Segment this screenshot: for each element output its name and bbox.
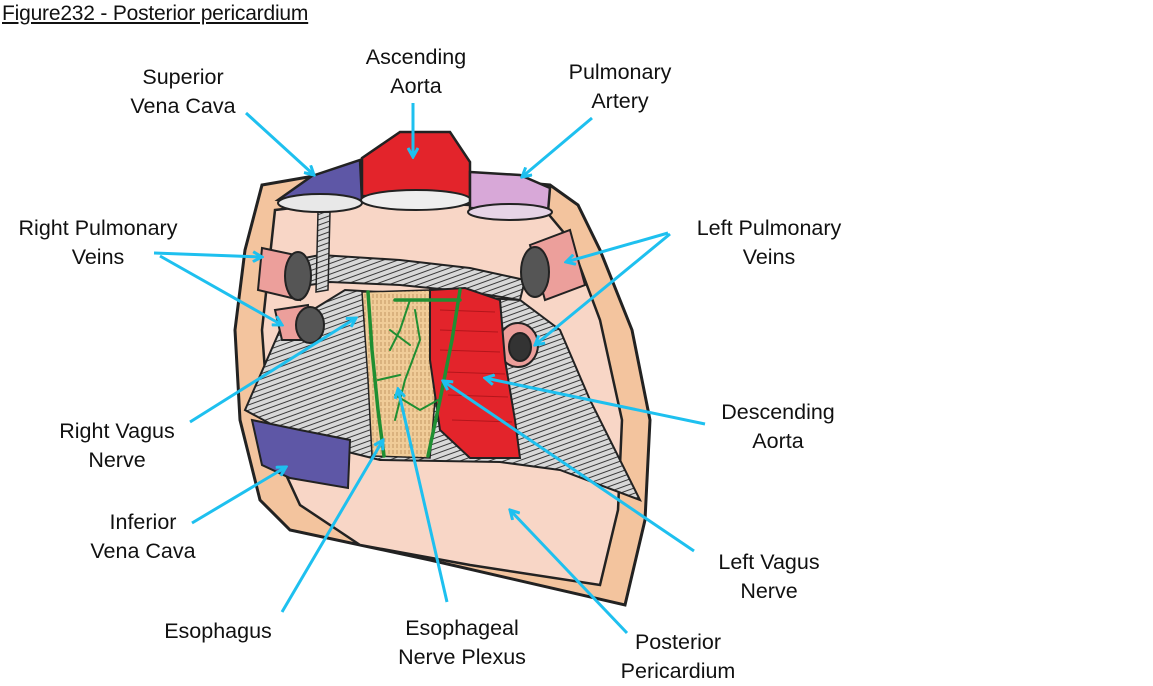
figure-title: Figure232 - Posterior pericardium xyxy=(2,2,309,25)
pulmonary-artery-opening xyxy=(467,203,553,221)
label-right-pulmonary-veins: Right Pulmonary Veins xyxy=(0,214,196,272)
arrow-pulmonary-artery xyxy=(522,116,593,177)
right-lower-pulmonary-vein-opening xyxy=(295,306,325,344)
label-line: Aorta xyxy=(390,74,442,98)
label-line: Vena Cava xyxy=(90,539,196,563)
left-upper-pulmonary-vein-opening xyxy=(520,246,550,298)
label-line: Vena Cava xyxy=(130,94,236,118)
arrow-right-pulmonary-veins-lower xyxy=(159,254,282,325)
arrow-posterior-pericardium xyxy=(510,510,629,635)
arrow-descending-aorta xyxy=(485,378,706,426)
arrow-left-vagus-nerve xyxy=(443,381,695,553)
label-line: Right Vagus xyxy=(59,419,175,443)
ascending-aorta xyxy=(360,130,472,202)
sinus-connector xyxy=(315,211,331,293)
arrow-esophageal-nerve-plexus xyxy=(398,389,449,603)
arrow-inferior-vena-cava xyxy=(191,467,286,525)
right-upper-pulmonary-vein-opening xyxy=(284,251,312,301)
label-line: Veins xyxy=(742,245,796,269)
label-line: Inferior xyxy=(109,510,177,534)
label-line: Aorta xyxy=(752,429,804,453)
label-line: Ascending xyxy=(365,45,467,69)
pulmonary-artery xyxy=(468,170,552,214)
label-line: Left Pulmonary xyxy=(696,216,842,240)
label-esophagus: Esophagus xyxy=(150,617,286,646)
label-line: Esophageal xyxy=(405,616,519,640)
arrow-right-pulmonary-veins-upper xyxy=(153,253,262,257)
label-inferior-vena-cava: Inferior Vena Cava xyxy=(76,508,210,566)
label-line: Artery xyxy=(591,89,649,113)
arrow-right-vagus-nerve xyxy=(189,318,356,424)
label-line: Left Vagus xyxy=(718,550,820,574)
label-line: Nerve Plexus xyxy=(398,645,526,669)
arrow-esophagus xyxy=(280,440,383,613)
arrow-left-pulmonary-veins-upper xyxy=(566,231,669,262)
label-descending-aorta: Descending Aorta xyxy=(700,398,856,456)
label-line: Posterior xyxy=(634,630,722,654)
label-posterior-pericardium: Posterior Pericardium xyxy=(600,628,756,686)
arrow-left-pulmonary-veins-lower xyxy=(535,232,671,345)
label-left-vagus-nerve: Left Vagus Nerve xyxy=(694,548,844,606)
label-line: Nerve xyxy=(740,579,798,603)
label-ascending-aorta: Ascending Aorta xyxy=(346,43,486,101)
label-line: Descending xyxy=(721,400,835,424)
label-line: Pericardium xyxy=(620,659,736,683)
label-superior-vena-cava: Superior Vena Cava xyxy=(116,63,250,121)
label-left-pulmonary-veins: Left Pulmonary Veins xyxy=(676,214,862,272)
label-line: Pulmonary xyxy=(568,60,672,84)
label-line: Veins xyxy=(71,245,125,269)
label-line: Esophagus xyxy=(164,619,272,643)
arrow-superior-vena-cava xyxy=(244,111,314,175)
label-line: Superior xyxy=(142,65,224,89)
left-lower-pulmonary-vein-opening xyxy=(508,332,532,362)
superior-vena-cava-opening xyxy=(277,193,363,213)
label-esophageal-nerve-plexus: Esophageal Nerve Plexus xyxy=(380,614,544,672)
label-line: Right Pulmonary xyxy=(18,216,178,240)
label-right-vagus-nerve: Right Vagus Nerve xyxy=(40,417,194,475)
vagus-nerves xyxy=(366,288,462,458)
ascending-aorta-opening xyxy=(360,189,472,211)
left-vagus-nerve xyxy=(426,288,462,458)
right-vagus-nerve xyxy=(366,290,386,458)
label-pulmonary-artery: Pulmonary Artery xyxy=(548,58,692,116)
label-line: Nerve xyxy=(88,448,146,472)
